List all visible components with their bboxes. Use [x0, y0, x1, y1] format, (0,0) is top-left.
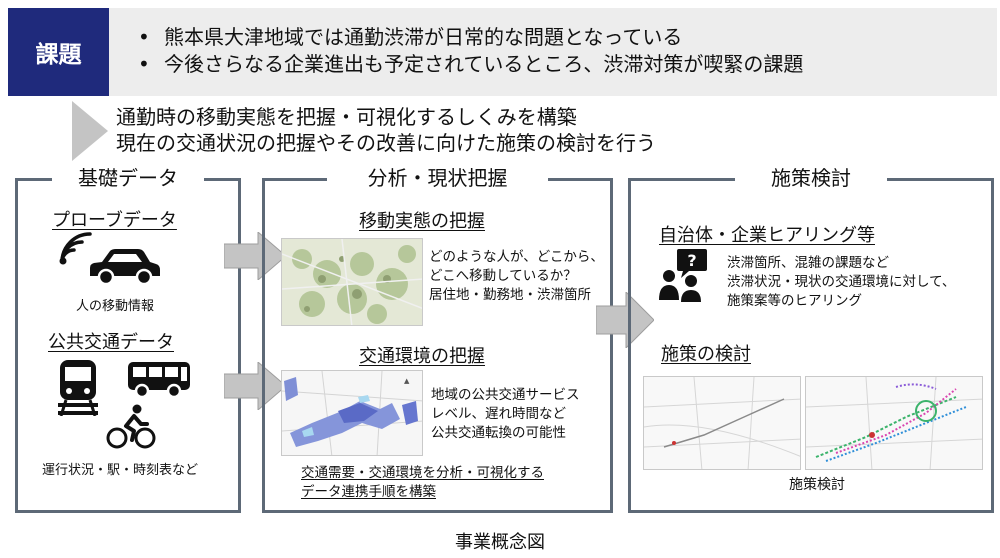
study-heading: 施策の検討 — [661, 344, 751, 365]
flow-arrow-icon — [596, 292, 654, 348]
panel-title: 施策検討 — [771, 166, 851, 190]
issue-tag: 課題 — [8, 8, 109, 96]
flow-arrow-icon — [224, 232, 286, 280]
car-icon — [90, 249, 160, 286]
diagram-caption: 事業概念図 — [455, 532, 545, 553]
issue-list: 熊本県大津地域では通勤渋滞が日常的な問題となっている 今後さらなる企業進出も予定… — [138, 24, 803, 78]
bus-icon — [128, 362, 190, 399]
traffic-desc-line: 公共交通転換の可能性 — [431, 425, 566, 441]
traffic-map-image: ▲ — [281, 370, 423, 456]
question-speech-icon: ? — [659, 249, 707, 302]
link-note-line: 交通需要・交通環境を分析・可視化する — [301, 465, 544, 481]
movement-desc-line: どこへ移動しているか？ — [429, 268, 577, 284]
movement-desc-line: 居住地・勤務地・渋滞箇所 — [429, 287, 591, 303]
traffic-heading: 交通環境の把握 — [359, 346, 485, 367]
hearing-description: 渋滞箇所、混雑の課題など 渋滞状況・現状の交通環境に対して、 施策案等のヒアリン… — [727, 254, 955, 311]
movement-heading: 移動実態の把握 — [359, 211, 485, 232]
svg-text:?: ? — [687, 251, 696, 270]
transit-caption: 運行状況・駅・時刻表など — [42, 463, 199, 478]
svg-text:▲: ▲ — [404, 377, 410, 385]
movement-desc-line: どのような人が、どこから、 — [429, 249, 604, 265]
probe-caption: 人の移動情報 — [76, 299, 155, 314]
cyclist-icon — [106, 404, 156, 449]
transit-data-heading: 公共交通データ — [48, 332, 174, 353]
approach-line: 現在の交通状況の把握やその改善に向けた施策の検討を行う — [116, 131, 656, 155]
panel-title: 分析・現状把握 — [367, 166, 508, 190]
traffic-desc-line: 地域の公共交通サービス — [431, 387, 580, 403]
panel-analysis: 分析・現状把握 移動実態の把握 どのような人が、どこから、 どこへ移動しているか… — [262, 166, 613, 513]
panel-policy: 施策検討 自治体・企業ヒアリング等 ? 渋滞箇所、混雑の課題など 渋滞状況・現状… — [628, 166, 994, 513]
link-note-line: データ連携手順を構築 — [301, 484, 436, 500]
hearing-desc-line: 渋滞状況・現状の交通環境に対して、 — [727, 274, 956, 290]
movement-map-image — [281, 238, 423, 326]
movement-description: どのような人が、どこから、 どこへ移動しているか？ 居住地・勤務地・渋滞箇所 — [429, 248, 604, 305]
issue-bullet: 熊本県大津地域では通勤渋滞が日常的な問題となっている — [138, 24, 803, 51]
train-icon — [58, 360, 98, 416]
study-caption: 施策検討 — [789, 477, 845, 493]
hearing-desc-line: 施策案等のヒアリング — [727, 293, 862, 309]
hearing-desc-line: 渋滞箇所、混雑の課題など — [727, 255, 889, 271]
panel-base-data: 基礎データ プローブデータ 人の移動情報 公共交通データ — [15, 166, 241, 513]
issue-bullet: 今後さらなる企業進出も予定されているところ、渋滞対策が喫緊の課題 — [138, 51, 803, 78]
link-note: 交通需要・交通環境を分析・可視化する データ連携手順を構築 — [301, 464, 544, 502]
traffic-description: 地域の公共交通サービス レベル、遅れ時間など 公共交通転換の可能性 — [431, 386, 580, 443]
policy-map-image-right — [805, 376, 983, 470]
flow-arrow-icon — [224, 362, 286, 410]
traffic-desc-line: レベル、遅れ時間など — [431, 406, 566, 422]
wireless-signal-icon — [59, 232, 92, 265]
panel-title: 基礎データ — [78, 166, 178, 190]
approach-line: 通勤時の移動実態を把握・可視化するしくみを構築 — [116, 105, 577, 129]
hearing-heading: 自治体・企業ヒアリング等 — [659, 225, 875, 246]
approach-text: 通勤時の移動実態を把握・可視化するしくみを構築 現在の交通状況の把握やその改善に… — [116, 104, 656, 156]
policy-map-image-left — [643, 376, 801, 470]
probe-data-heading: プローブデータ — [52, 210, 177, 231]
chevron-right-icon — [72, 101, 108, 161]
people-icon — [659, 270, 701, 302]
